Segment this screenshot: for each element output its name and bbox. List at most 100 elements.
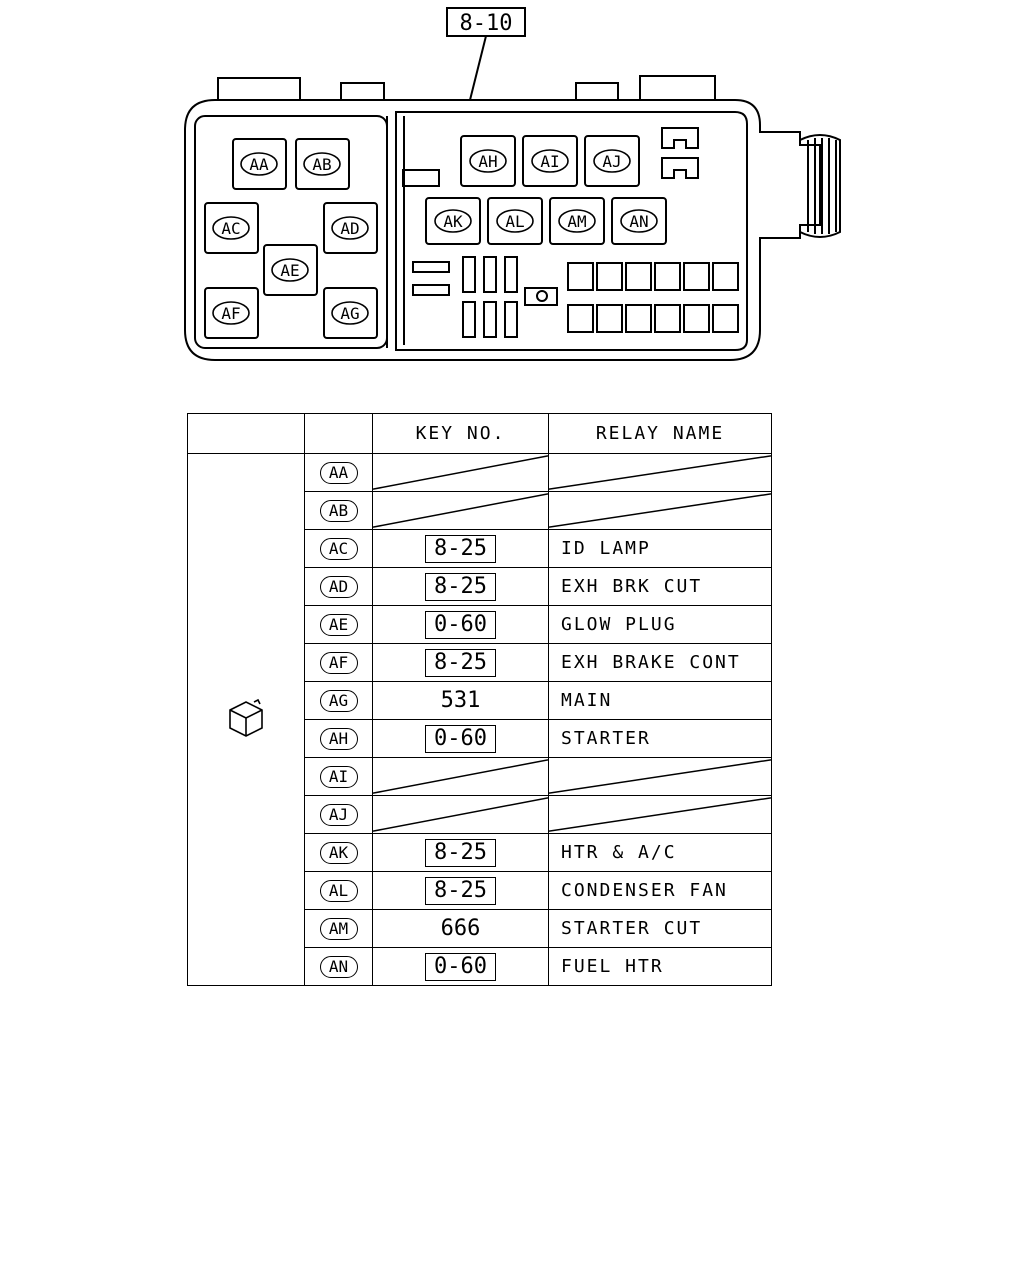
relay-code-label: AH: [319, 727, 358, 750]
row-code-cell: AG: [304, 681, 373, 720]
relay-code-label: AA: [319, 461, 358, 484]
relay-name-cell: CONDENSER FAN: [548, 871, 772, 910]
table-row: AA: [187, 453, 772, 986]
row-code-cell: AL: [304, 871, 373, 910]
key-no-value: 8-25: [425, 648, 496, 677]
key-no-cell: 8-25: [372, 871, 549, 910]
table-row: AG 531 MAIN: [188, 681, 772, 720]
header-blank-1: [187, 413, 305, 454]
socket-label-ak: AK: [443, 212, 463, 231]
relay-name-cell: EXH BRAKE CONT: [548, 643, 772, 682]
table-row: AE 0-60 GLOW PLUG: [188, 605, 772, 644]
socket-label-oval-am: [558, 209, 596, 233]
table-row: AH 0-60 STARTER: [188, 719, 772, 758]
relay-code-label: AF: [319, 651, 358, 674]
socket-label-ae: AE: [280, 261, 299, 280]
key-no-empty: [372, 453, 549, 492]
row-code-cell: AF: [304, 643, 373, 682]
relay-name-empty: [548, 453, 772, 492]
right-compartment: [395, 111, 748, 351]
socket-label-oval-ak: [434, 209, 472, 233]
key-no-empty: [372, 491, 549, 530]
relay-code-label: AE: [319, 613, 358, 636]
relay-code-label: AJ: [319, 803, 358, 826]
row-code-cell: AI: [304, 757, 373, 796]
socket-label-oval-ai: [531, 149, 569, 173]
key-no-empty: [372, 757, 549, 796]
socket-label-oval-ag: [331, 301, 369, 325]
relay-name-cell: GLOW PLUG: [548, 605, 772, 644]
relay-name-cell: FUEL HTR: [548, 947, 772, 986]
table-row: AJ: [188, 795, 772, 834]
row-code-cell: AM: [304, 909, 373, 948]
row-code-cell: AD: [304, 567, 373, 606]
callout-leader: [469, 35, 487, 101]
relay-code-label: AI: [319, 765, 358, 788]
key-no-cell: 8-25: [372, 833, 549, 872]
relay-code-label: AG: [319, 689, 358, 712]
key-no-value: 0-60: [425, 724, 496, 753]
header-relay-name: RELAY NAME: [548, 413, 772, 454]
socket-label-ah: AH: [478, 152, 497, 171]
key-no-cell: 531: [372, 681, 549, 720]
socket-label-oval-ah: [469, 149, 507, 173]
row-code-cell: AK: [304, 833, 373, 872]
relay-name-empty: [548, 757, 772, 796]
row-code-cell: AJ: [304, 795, 373, 834]
socket-label-oval-al: [496, 209, 534, 233]
key-no-value: 8-25: [425, 838, 496, 867]
key-no-value: 8-25: [425, 572, 496, 601]
relay-code-label: AC: [319, 537, 358, 560]
relay-name-cell: EXH BRK CUT: [548, 567, 772, 606]
socket-label-af: AF: [221, 304, 240, 323]
socket-label-aj: AJ: [602, 152, 621, 171]
socket-label-am: AM: [567, 212, 586, 231]
socket-label-ab: AB: [312, 155, 331, 174]
key-no-value: 531: [440, 687, 481, 713]
key-no-cell: 8-25: [372, 643, 549, 682]
socket-label-oval-af: [212, 301, 250, 325]
socket-label-oval-ac: [212, 216, 250, 240]
relay-code-label: AM: [319, 917, 358, 940]
group-cell: [187, 453, 305, 986]
socket-label-oval-aj: [593, 149, 631, 173]
fuse-row-bottom: [567, 304, 739, 333]
row-code-cell: AE: [304, 605, 373, 644]
header-blank-2: [304, 413, 373, 454]
relay-name-cell: MAIN: [548, 681, 772, 720]
socket-label-ac: AC: [221, 219, 240, 238]
socket-label-oval-ae: [271, 258, 309, 282]
row-code-cell: AC: [304, 529, 373, 568]
relay-name-cell: STARTER: [548, 719, 772, 758]
key-no-cell: 0-60: [372, 605, 549, 644]
relay-name-empty: [548, 795, 772, 834]
key-no-value: 0-60: [425, 952, 496, 981]
relay-name-cell: STARTER CUT: [548, 909, 772, 948]
key-no-cell: 8-25: [372, 567, 549, 606]
key-no-value: 8-25: [425, 876, 496, 905]
socket-label-ad: AD: [340, 219, 359, 238]
connector-rings: [799, 134, 841, 238]
housing-outline: [184, 99, 821, 361]
key-no-cell: 0-60: [372, 719, 549, 758]
key-no-value: 0-60: [425, 610, 496, 639]
relay-code-label: AK: [319, 841, 358, 864]
key-no-value: 666: [440, 915, 481, 941]
key-no-cell: 666: [372, 909, 549, 948]
row-code-cell: AB: [304, 491, 373, 530]
socket-label-oval-an: [620, 209, 658, 233]
table-row: AL 8-25 CONDENSER FAN: [188, 871, 772, 910]
header-key-no: KEY NO.: [372, 413, 549, 454]
relay-code-label: AD: [319, 575, 358, 598]
relay-name-empty: [548, 491, 772, 530]
relay-code-label: AL: [319, 879, 358, 902]
socket-label-aa: AA: [249, 155, 269, 174]
relay-code-label: AB: [319, 499, 358, 522]
key-no-cell: 8-25: [372, 529, 549, 568]
key-no-value: 8-25: [425, 534, 496, 563]
socket-label-oval-ad: [331, 216, 369, 240]
row-code-cell: AA: [304, 453, 373, 492]
